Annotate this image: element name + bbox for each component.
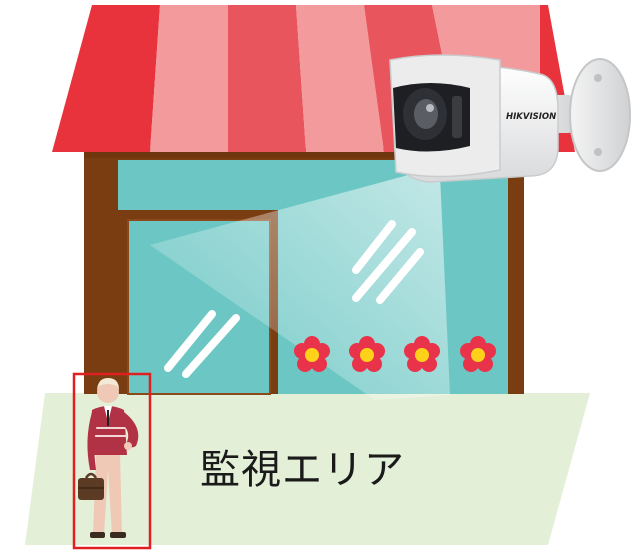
monitored-area-label: 監視エリア <box>200 447 405 493</box>
person-icon <box>78 378 139 538</box>
shop-awning <box>52 5 575 152</box>
cctv-camera: HIKVISION <box>389 54 631 183</box>
briefcase-icon <box>78 478 104 500</box>
camera-wall-mount <box>569 58 631 172</box>
flower-row <box>294 336 496 372</box>
camera-view-beam <box>150 130 450 400</box>
detection-box <box>72 372 152 550</box>
monitored-area-ground <box>25 393 590 545</box>
camera-brand-label: HIKVISION <box>506 112 556 122</box>
